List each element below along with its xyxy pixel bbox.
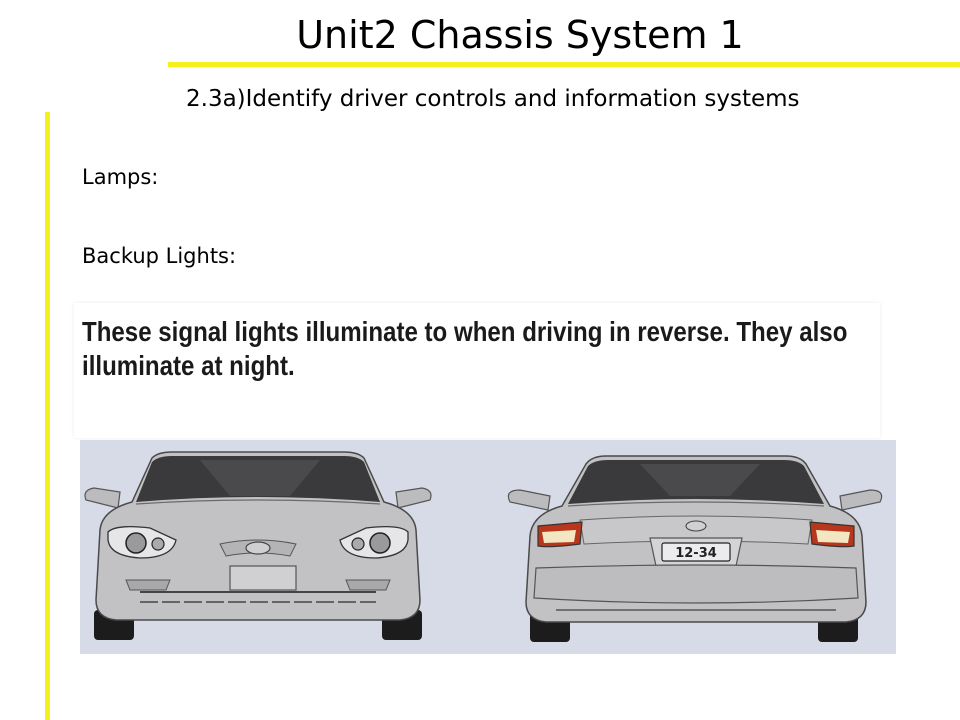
rear-left-mirror — [507, 489, 551, 511]
license-plate-text: 12-34 — [675, 546, 717, 561]
backup-lights-label: Backup Lights: — [82, 244, 237, 268]
car-front-view — [84, 451, 432, 640]
rear-right-backup-light — [816, 530, 850, 543]
caption-box: These signal lights illuminate to when d… — [74, 303, 880, 438]
lamps-label: Lamps: — [82, 165, 159, 189]
car-illustration: 12-34 — [84, 451, 883, 642]
front-right-mirror — [395, 487, 432, 509]
caption-text: These signal lights illuminate to when d… — [82, 316, 848, 381]
rear-bumper — [533, 564, 859, 604]
rear-emblem — [685, 520, 707, 532]
page-subtitle: 2.3a)Identify driver controls and inform… — [186, 86, 800, 112]
car-illustration-panel: 12-34 — [80, 440, 896, 654]
rear-license-plate — [661, 542, 731, 562]
front-emblem — [245, 541, 271, 555]
front-left-mirror — [84, 487, 121, 509]
title-underline — [168, 62, 960, 67]
rear-left-backup-light — [542, 530, 576, 543]
page-title: Unit2 Chassis System 1 — [296, 13, 744, 57]
side-accent-bar — [45, 112, 50, 720]
rear-right-mirror — [839, 489, 883, 511]
front-plate-area — [229, 565, 297, 591]
car-rear-view: 12-34 — [507, 455, 883, 642]
